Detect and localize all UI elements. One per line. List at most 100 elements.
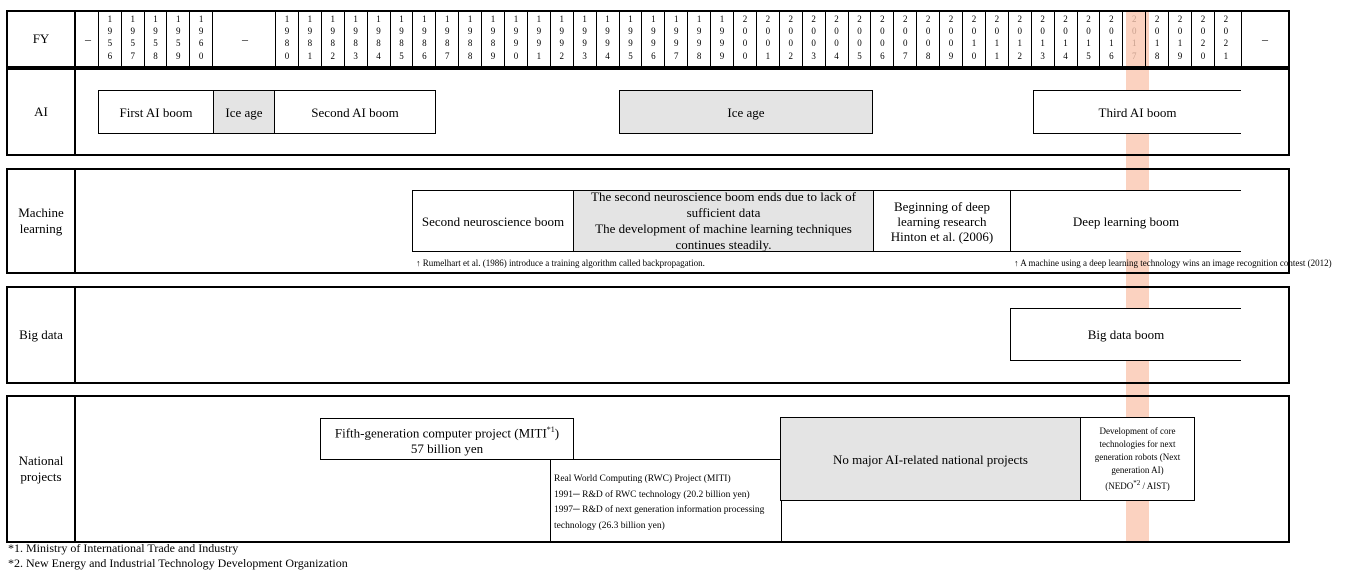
- year-2017-highlight: [1126, 10, 1149, 542]
- core-line4: generation AI): [1111, 465, 1164, 475]
- second-ai-boom: Second AI boom: [274, 90, 436, 134]
- year-cell-2008: 2 0 0 8: [916, 12, 939, 66]
- core-line3: generation robots (Next: [1094, 452, 1181, 462]
- year-cell-2003: 2 0 0 3: [801, 12, 825, 66]
- core-line1: Development of core: [1099, 426, 1176, 436]
- neuro-end-line1: The second neuroscience boom ends due to…: [591, 189, 856, 204]
- fifth-gen-line2: 57 billion yen: [410, 440, 484, 456]
- year-cell-1957: 1 9 5 7: [120, 12, 144, 66]
- big-data-boom: Big data boom: [1010, 308, 1241, 361]
- year-cell-2017: 2 0 1 7: [1122, 12, 1145, 66]
- first-ai-boom: First AI boom: [98, 90, 214, 134]
- rwc-project: Real World Computing (RWC) Project (MITI…: [550, 459, 782, 542]
- year-cell-2001: 2 0 0 1: [755, 12, 779, 66]
- machine-learning-label: Machine learning: [8, 170, 76, 272]
- year-cell-2007: 2 0 0 7: [893, 12, 916, 66]
- footnote-2: *2. New Energy and Industrial Technology…: [8, 556, 348, 570]
- year-cell-1982: 1 9 8 2: [320, 12, 344, 66]
- beginning-deep-learning: Beginning of deep learning research Hint…: [873, 190, 1011, 252]
- year-cell-1988: 1 9 8 8: [458, 12, 481, 66]
- year-cell-2020: 2 0 2 0: [1191, 12, 1214, 66]
- year-cell-1997: 1 9 9 7: [664, 12, 687, 66]
- neuro-end-line4: continues steadily.: [675, 237, 772, 252]
- year-cell-2002: 2 0 0 2: [778, 12, 802, 66]
- ai-label: AI: [8, 70, 76, 154]
- year-cell-1984: 1 9 8 4: [366, 12, 390, 66]
- core-line2: technologies for next: [1099, 439, 1176, 449]
- year-cell-1999: 1 9 9 9: [710, 12, 733, 66]
- ice-age-2: Ice age: [619, 90, 873, 134]
- year-cell-1995: 1 9 9 5: [618, 12, 642, 66]
- year-cell-1983: 1 9 8 3: [343, 12, 367, 66]
- year-cell-1980: 1 9 8 0: [275, 12, 298, 66]
- neuro-end-line2: sufficient data: [686, 205, 761, 220]
- core-line5: (NEDO*2 / AIST): [1105, 479, 1170, 491]
- deep-begin-line1: Beginning of deep: [893, 198, 991, 214]
- national-projects-label: National projects: [8, 397, 76, 541]
- year-cell-2004: 2 0 0 4: [824, 12, 848, 66]
- footnote-1: *1. Ministry of International Trade and …: [8, 541, 239, 555]
- year-cell-1992: 1 9 9 2: [549, 12, 573, 66]
- year-cell-2018: 2 0 1 8: [1145, 12, 1168, 66]
- year-cell-2010: 2 0 1 0: [962, 12, 985, 66]
- year-cell-1981: 1 9 8 1: [297, 12, 321, 66]
- national-label-line1: National: [18, 453, 64, 468]
- year-cell-1958: 1 9 5 8: [143, 12, 167, 66]
- fy-dash-mid: –: [242, 32, 248, 46]
- year-cell-1956: 1 9 5 6: [98, 12, 121, 66]
- rwc-line2: 1991─ R&D of RWC technology (20.2 billio…: [554, 489, 750, 500]
- no-major-projects: No major AI-related national projects: [780, 417, 1081, 501]
- ice-age-1: Ice age: [213, 90, 275, 134]
- year-cell-1994: 1 9 9 4: [595, 12, 619, 66]
- fy-dash-left: –: [85, 32, 91, 46]
- big-data-label: Big data: [8, 288, 76, 382]
- year-cell-2015: 2 0 1 5: [1076, 12, 1100, 66]
- national-label-line2: projects: [20, 469, 62, 484]
- big-data-row: [6, 286, 1290, 384]
- year-cell-2014: 2 0 1 4: [1053, 12, 1077, 66]
- year-cell-1985: 1 9 8 5: [389, 12, 413, 66]
- year-cell-1998: 1 9 9 8: [687, 12, 710, 66]
- year-cell-1989: 1 9 8 9: [481, 12, 504, 66]
- second-neuroscience-boom: Second neuroscience boom: [412, 190, 574, 252]
- machine-learning-label-line1: Machine: [18, 205, 64, 220]
- year-cell-1959: 1 9 5 9: [166, 12, 189, 66]
- machine-learning-row: [6, 168, 1290, 274]
- year-cell-2019: 2 0 1 9: [1168, 12, 1191, 66]
- year-cell-1986: 1 9 8 6: [412, 12, 435, 66]
- national-projects-row: [6, 395, 1290, 543]
- next-gen-robots-project: Development of core technologies for nex…: [1080, 417, 1195, 501]
- fy-label: FY: [8, 12, 76, 66]
- year-cell-2021: 2 0 2 1: [1213, 12, 1237, 66]
- rwc-line3: 1997─ R&D of next generation information…: [554, 505, 765, 515]
- year-cell-1990: 1 9 9 0: [504, 12, 527, 66]
- rwc-line1: Real World Computing (RWC) Project (MITI…: [554, 474, 731, 484]
- ai-row: [6, 68, 1290, 156]
- year-cell-2000: 2 0 0 0: [733, 12, 756, 66]
- fy-row: [6, 10, 1290, 68]
- year-cell-1960: 1 9 6 0: [189, 12, 212, 66]
- year-cell-2006: 2 0 0 6: [870, 12, 893, 66]
- year-cell-1987: 1 9 8 7: [435, 12, 458, 66]
- year-cell-2009: 2 0 0 9: [939, 12, 962, 66]
- fifth-generation-project: Fifth-generation computer project (MITI*…: [320, 418, 574, 460]
- year-cell-1993: 1 9 9 3: [572, 12, 596, 66]
- year-cell-1996: 1 9 9 6: [641, 12, 664, 66]
- deep-learning-boom: Deep learning boom: [1010, 190, 1241, 252]
- fifth-gen-line1: Fifth-generation computer project (MITI*…: [334, 425, 560, 441]
- year-cell-1991: 1 9 9 1: [526, 12, 550, 66]
- year-cell-2011: 2 0 1 1: [984, 12, 1008, 66]
- year-cell-2012: 2 0 1 2: [1007, 12, 1031, 66]
- deep-begin-line3: Hinton et al. (2006): [890, 228, 994, 244]
- backpropagation-note: ↑ Rumelhart et al. (1986) introduce a tr…: [416, 258, 705, 268]
- year-cell-2005: 2 0 0 5: [847, 12, 871, 66]
- rwc-line4: technology (26.3 billion yen): [554, 520, 665, 531]
- year-cell-2013: 2 0 1 3: [1030, 12, 1054, 66]
- third-ai-boom: Third AI boom: [1033, 90, 1241, 134]
- machine-learning-label-line2: learning: [19, 221, 63, 236]
- fy-dash-right: –: [1262, 32, 1268, 46]
- deep-begin-line2: learning research: [897, 213, 987, 229]
- neuroscience-boom-ends: The second neuroscience boom ends due to…: [573, 189, 874, 252]
- neuro-end-line3: The development of machine learning tech…: [595, 221, 852, 236]
- image-recognition-note: ↑ A machine using a deep learning techno…: [1014, 258, 1332, 268]
